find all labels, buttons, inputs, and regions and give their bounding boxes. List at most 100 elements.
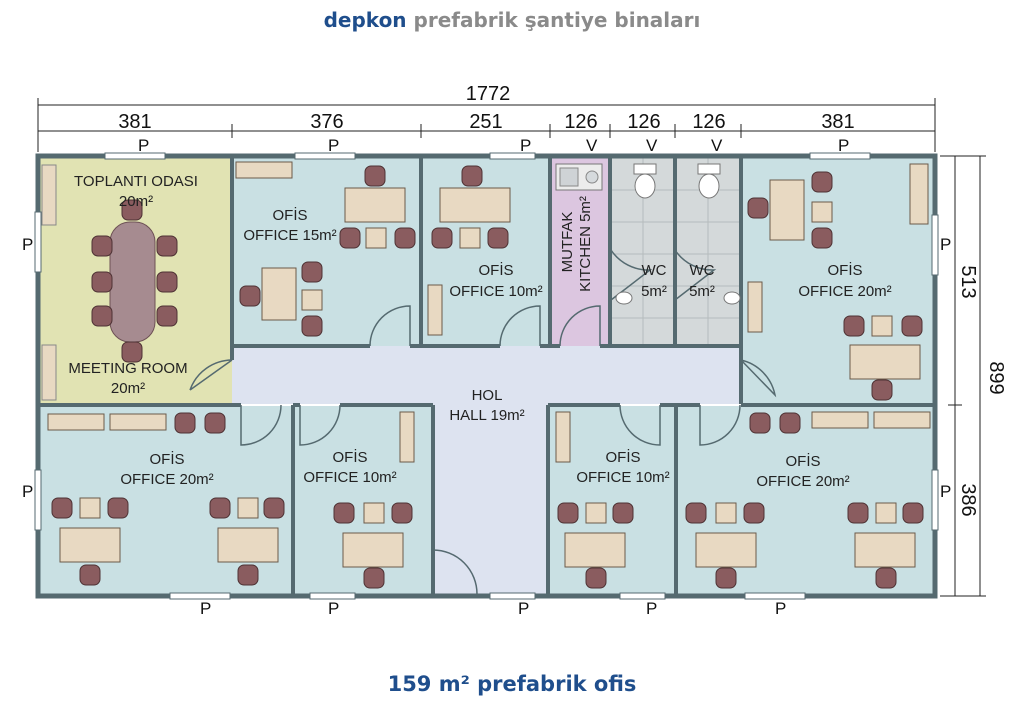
office-10-bottom-left-title-tr: OFİS — [332, 448, 367, 466]
desk — [439, 187, 511, 223]
office-15-title-tr: OFİS — [272, 206, 307, 224]
desk — [427, 284, 443, 336]
meeting-room-area-tr: 20m² — [119, 193, 153, 210]
desk — [695, 532, 757, 568]
chair — [91, 235, 113, 257]
kitchen-sink — [555, 163, 603, 191]
window-marker: P — [940, 482, 951, 501]
door-office-20-bottom-left — [240, 404, 282, 446]
door-wc-2 — [674, 249, 717, 301]
dim-right-total: 899 — [985, 361, 1007, 394]
doors — [189, 249, 777, 595]
toilets — [615, 163, 741, 305]
chair — [431, 227, 453, 249]
desk — [79, 497, 101, 519]
desk — [363, 502, 385, 524]
chair — [847, 502, 869, 524]
door-office-10-bottom-left — [299, 404, 341, 446]
kitchen-title-en: KITCHEN 5m² — [577, 196, 594, 292]
chair — [715, 567, 737, 589]
dim-top-2: 376 — [310, 111, 343, 133]
office-15-title-en: OFFICE 15m² — [243, 227, 336, 244]
chair — [79, 564, 101, 586]
window-marker: P — [328, 136, 339, 155]
meeting-room-title-en: MEETING ROOM — [68, 360, 187, 377]
desk — [237, 497, 259, 519]
desk — [47, 413, 105, 431]
window-marker: P — [518, 599, 529, 618]
desk — [59, 527, 121, 563]
chair — [121, 341, 143, 363]
wc-1-area: 5m² — [641, 283, 667, 300]
page-caption: 159 m² prefabrik ofis — [387, 672, 637, 696]
desk — [875, 502, 897, 524]
chair — [237, 564, 259, 586]
meeting-chairs — [91, 199, 178, 363]
chair — [843, 315, 865, 337]
dim-right-top: 513 — [957, 265, 979, 298]
door-office-20-top-right — [740, 359, 777, 398]
door-office-10-bottom-right — [619, 404, 661, 446]
chair — [685, 502, 707, 524]
chair — [156, 271, 178, 293]
door-office-15 — [369, 305, 411, 347]
desk — [811, 411, 869, 429]
desk — [811, 201, 833, 223]
office-10-bottom-left-title-en: OFFICE 10m² — [303, 469, 396, 486]
office-10-bottom-right-title-en: OFFICE 10m² — [576, 469, 669, 486]
desk — [849, 344, 921, 380]
window-marker: P — [520, 136, 531, 155]
office-20-top-right-title-tr: OFİS — [827, 261, 862, 279]
wc-2-area: 5m² — [689, 283, 715, 300]
header-subtitle: prefabrik şantiye binaları — [413, 8, 701, 32]
desk — [217, 527, 279, 563]
desk — [301, 289, 323, 311]
chair — [749, 412, 771, 434]
window-marker: P — [328, 599, 339, 618]
window-marker: P — [200, 599, 211, 618]
page-header: depkon prefabrik şantiye binaları — [0, 8, 1024, 32]
vent-marker: V — [711, 136, 723, 155]
chair — [585, 567, 607, 589]
chair — [301, 315, 323, 337]
window-marker: P — [22, 235, 33, 254]
chair — [107, 497, 129, 519]
chair — [301, 261, 323, 283]
office-10-top-title-en: OFFICE 10m² — [449, 283, 542, 300]
chair — [901, 315, 923, 337]
window-marker: P — [138, 136, 149, 155]
office-20-bottom-left-title-tr: OFİS — [149, 450, 184, 468]
door-wc-1 — [610, 249, 653, 301]
chair — [612, 502, 634, 524]
office-10-bottom-right-title-tr: OFİS — [605, 448, 640, 466]
chair — [811, 171, 833, 193]
chair — [779, 412, 801, 434]
hall-floor — [232, 346, 741, 404]
brand-name: depkon — [323, 8, 407, 32]
chair — [339, 227, 361, 249]
chair — [461, 165, 483, 187]
dim-top-3: 251 — [469, 111, 502, 133]
meeting-room-title-tr: TOPLANTI ODASI — [74, 173, 198, 190]
door-entrance — [432, 549, 478, 595]
window-marker: P — [646, 599, 657, 618]
desk — [585, 502, 607, 524]
furniture — [47, 161, 931, 589]
desk — [854, 532, 916, 568]
office-10-top-title-tr: OFİS — [478, 261, 513, 279]
desk — [873, 411, 931, 429]
chair — [156, 235, 178, 257]
chair — [743, 502, 765, 524]
chair — [902, 502, 924, 524]
chair — [747, 197, 769, 219]
door-meeting — [189, 359, 233, 391]
desk — [261, 267, 297, 321]
door-office-20-bottom-right — [699, 404, 741, 446]
chair — [209, 497, 231, 519]
office-20-top-right-title-en: OFFICE 20m² — [798, 283, 891, 300]
desk — [342, 532, 404, 568]
dim-top-7: 381 — [821, 111, 854, 133]
wc-1-title: WC — [642, 262, 667, 279]
desk — [909, 163, 929, 225]
vent-marker: V — [586, 136, 598, 155]
